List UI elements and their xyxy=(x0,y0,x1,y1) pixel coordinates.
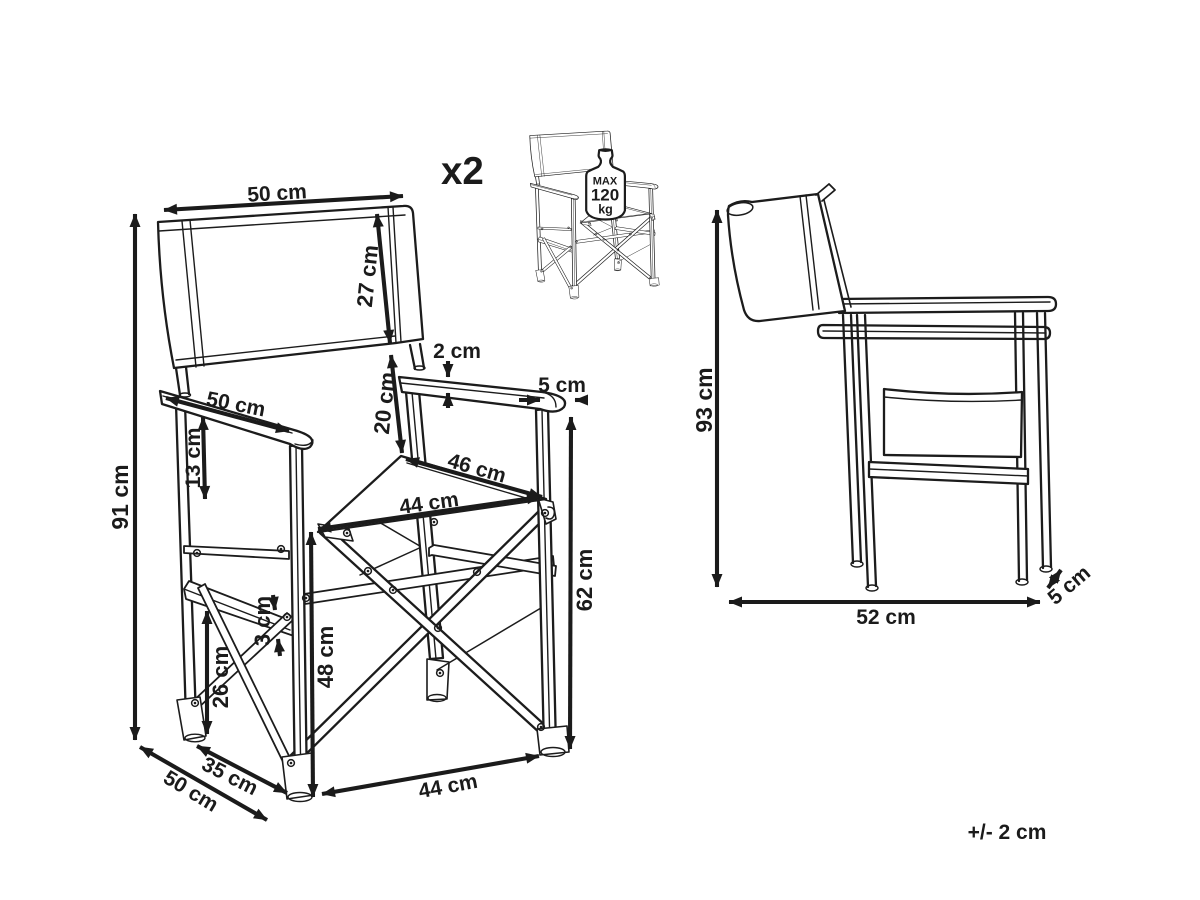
svg-text:120: 120 xyxy=(591,186,619,205)
svg-text:26 cm: 26 cm xyxy=(208,646,233,708)
svg-text:48 cm: 48 cm xyxy=(313,626,338,688)
svg-text:50 cm: 50 cm xyxy=(247,180,308,207)
svg-text:62 cm: 62 cm xyxy=(572,549,597,611)
svg-text:kg: kg xyxy=(598,203,613,217)
svg-text:2 cm: 2 cm xyxy=(433,340,481,363)
svg-text:3 cm: 3 cm xyxy=(250,596,275,646)
svg-text:93 cm: 93 cm xyxy=(691,367,717,432)
svg-text:5 cm: 5 cm xyxy=(538,374,586,397)
svg-text:52 cm: 52 cm xyxy=(856,606,916,629)
svg-text:91 cm: 91 cm xyxy=(107,464,133,529)
svg-text:20 cm: 20 cm xyxy=(369,371,400,436)
svg-text:MAX: MAX xyxy=(593,176,618,188)
svg-text:13 cm: 13 cm xyxy=(181,428,205,489)
svg-text:x2: x2 xyxy=(441,150,484,193)
svg-text:+/- 2 cm: +/- 2 cm xyxy=(968,821,1047,844)
